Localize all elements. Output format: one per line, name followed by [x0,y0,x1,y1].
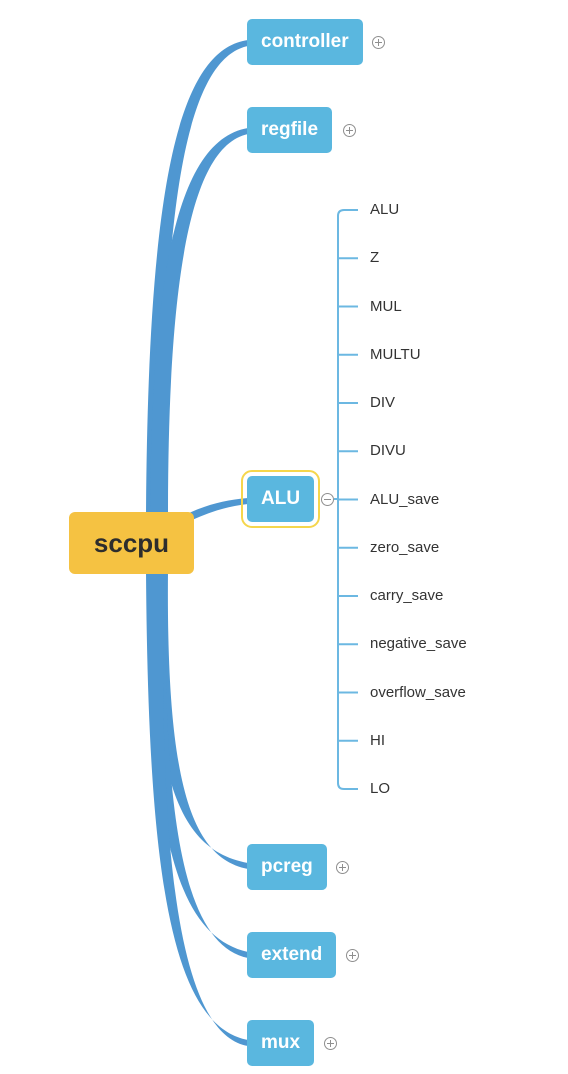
alu-subtopic[interactable]: negative_save [370,635,467,653]
alu-subtopic[interactable]: MUL [370,297,402,315]
alu-subtopic[interactable]: Z [370,249,380,267]
expand-icon[interactable] [324,1037,337,1050]
alu-subtopic[interactable]: DIVU [370,442,406,460]
topic-controller[interactable]: controller [247,19,363,65]
topic-regfile[interactable]: regfile [247,107,333,153]
main-branches [146,40,248,1046]
expand-icon[interactable] [346,949,359,962]
alu-subtopic[interactable]: zero_save [370,538,440,556]
topic-alu[interactable]: ALU [240,470,321,528]
branch-mux [146,570,248,1046]
alu-subtopic[interactable]: DIV [370,394,396,411]
alu-subtopic[interactable]: ALU_save [370,490,440,508]
expand-icon[interactable] [372,36,385,49]
topic-extend[interactable]: extend [247,932,337,978]
alu-subtopic[interactable]: carry_save [370,587,444,604]
topic-pcreg[interactable]: pcreg [247,844,327,890]
branch-controller [146,40,248,515]
alu-sub-branches [334,209,358,790]
root-topic[interactable]: sccpu [69,512,194,574]
topic-mux[interactable]: mux [247,1020,315,1066]
alu-subtopic[interactable]: LO [370,780,391,797]
expand-icon[interactable] [343,124,356,137]
collapse-icon[interactable] [321,493,334,506]
alu-subtopic[interactable]: HI [370,731,385,749]
branch-regfile [150,128,248,515]
alu-subtopic[interactable]: MULTU [370,345,421,363]
alu-subtopic[interactable]: overflow_save [370,683,466,701]
branch-alu [185,498,248,520]
expand-icon[interactable] [336,861,349,874]
alu-subtopic[interactable]: ALU [370,201,400,218]
